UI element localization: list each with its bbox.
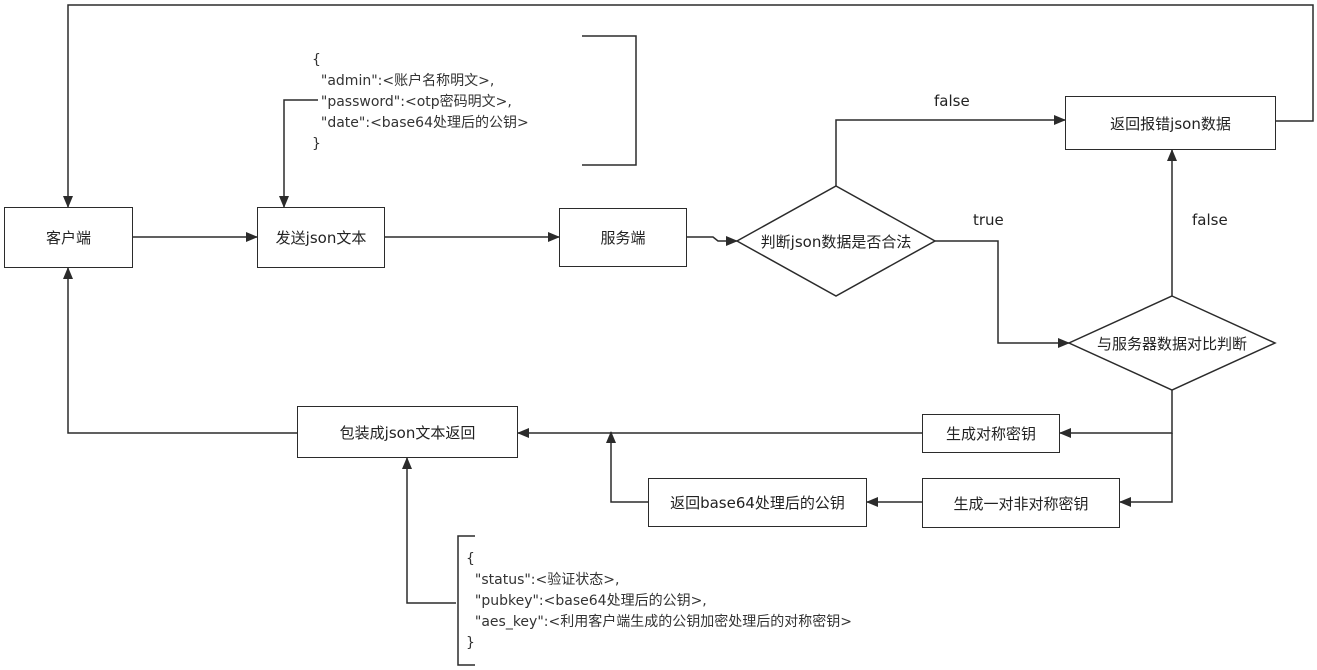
pack-json-node: 包装成json文本返回 bbox=[297, 406, 518, 458]
edge-server-to-check bbox=[687, 236, 738, 246]
response-note-open: { bbox=[466, 551, 475, 567]
response-note-line-aes-key: "aes_key":<利用客户端生成的公钥加密处理后的对称密钥> bbox=[466, 614, 852, 630]
compare-server-label: 与服务器数据对比判断 bbox=[1096, 335, 1247, 353]
edge-check-true bbox=[935, 240, 1070, 348]
client-label: 客户端 bbox=[45, 229, 91, 247]
gen-symmetric-node: 生成对称密钥 bbox=[922, 414, 1060, 453]
edge-pack-to-client bbox=[63, 267, 297, 434]
response-note-line-status: "status":<验证状态>, bbox=[466, 572, 620, 588]
pack-json-label: 包装成json文本返回 bbox=[339, 423, 476, 442]
request-note-line-admin: "admin":<账户名称明文>, bbox=[312, 73, 495, 89]
gen-symmetric-label: 生成对称密钥 bbox=[945, 425, 1036, 443]
response-note-line-pubkey: "pubkey":<base64处理后的公钥>, bbox=[466, 593, 707, 609]
server-label: 服务端 bbox=[600, 229, 646, 247]
edge-label-false-top: false bbox=[934, 92, 970, 110]
decision-diamond-check-json bbox=[735, 185, 937, 297]
edge-error-to-client bbox=[63, 4, 1314, 208]
request-note-line-password: "password":<otp密码明文>, bbox=[312, 94, 512, 110]
request-note-open: { bbox=[312, 52, 321, 68]
edge-pubkey-to-pack bbox=[606, 431, 648, 503]
return-pubkey-label: 返回base64处理后的公钥 bbox=[670, 494, 845, 512]
edge-response-note-to-pack bbox=[402, 457, 456, 604]
return-pubkey-node: 返回base64处理后的公钥 bbox=[648, 478, 867, 527]
request-note: { "admin":<账户名称明文>, "password":<otp密码明文>… bbox=[312, 50, 529, 155]
server-node: 服务端 bbox=[559, 208, 687, 267]
edge-compare-to-symmetric bbox=[1059, 390, 1173, 438]
response-note-bracket bbox=[457, 535, 475, 666]
check-json-label: 判断json数据是否合法 bbox=[760, 233, 912, 251]
response-note: { "status":<验证状态>, "pubkey":<base64处理后的公… bbox=[466, 549, 852, 654]
edge-label-true: true bbox=[973, 211, 1004, 229]
return-error-node: 返回报错json数据 bbox=[1065, 96, 1276, 150]
send-json-node: 发送json文本 bbox=[257, 207, 385, 268]
edge-label-false-right: false bbox=[1192, 211, 1228, 229]
edge-request-note-to-send bbox=[279, 99, 318, 208]
gen-asymmetric-node: 生成一对非对称密钥 bbox=[922, 478, 1120, 528]
client-node: 客户端 bbox=[4, 207, 133, 268]
request-note-close: } bbox=[312, 136, 321, 152]
edge-check-false bbox=[835, 115, 1066, 186]
return-error-label: 返回报错json数据 bbox=[1110, 114, 1231, 133]
send-json-label: 发送json文本 bbox=[275, 229, 367, 247]
request-note-line-date: "date":<base64处理后的公钥> bbox=[312, 115, 529, 131]
request-note-bracket bbox=[582, 35, 637, 166]
gen-asymmetric-label: 生成一对非对称密钥 bbox=[953, 494, 1089, 513]
edge-compare-to-asymmetric bbox=[1119, 433, 1173, 507]
response-note-close: } bbox=[466, 635, 475, 651]
